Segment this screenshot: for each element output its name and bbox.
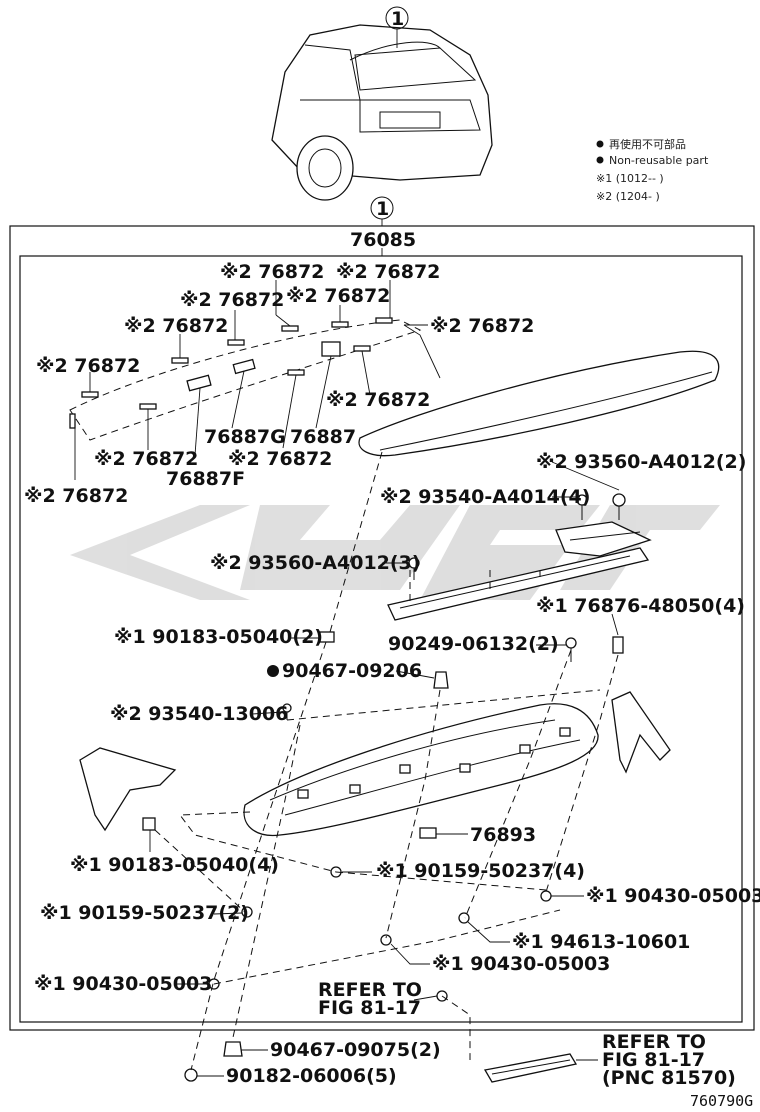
label-76893: 76893 — [470, 824, 536, 846]
refer-to-label-2-line1: REFER TO — [602, 1031, 706, 1053]
label-90430-05003-c: ※1 90430-05003 — [34, 973, 212, 995]
spoiler-panel — [358, 350, 720, 457]
vehicle-rear-view: 1 — [271, 6, 493, 201]
label-90430-05003-a: ※1 90430-05003 — [586, 885, 760, 907]
bullet-icon — [596, 140, 604, 148]
label-76872-j: ※2 76872 — [228, 448, 332, 470]
legend-note-2: ※2 (1204- ) — [596, 190, 660, 203]
callout-number-top: 1 — [391, 8, 404, 30]
callout-number: 1 — [376, 198, 389, 220]
label-90249-06132-2: 90249-06132(2) — [388, 633, 559, 655]
fasteners — [142, 493, 626, 1082]
dashed-assembly-lines — [154, 451, 619, 1071]
high-mount-stop-lamp — [483, 1053, 578, 1083]
label-90159-50237-4: ※1 90159-50237(4) — [376, 860, 585, 882]
label-76872-h: ※2 76872 — [326, 389, 430, 411]
outer-frame — [9, 225, 755, 1031]
refer-to-label-1-line1: REFER TO — [318, 979, 422, 1001]
refer-to-label-2-line2: FIG 81-17 — [602, 1049, 705, 1071]
label-76872-i: ※2 76872 — [94, 448, 198, 470]
label-90159-50237-2: ※1 90159-50237(2) — [40, 902, 249, 924]
label-93540-13006: ※2 93540-13006 — [110, 703, 288, 725]
label-90182-06006-5: 90182-06006(5) — [226, 1065, 397, 1087]
label-76872-d: ※2 76872 — [286, 285, 390, 307]
label-76887F: 76887F — [166, 468, 245, 490]
refer-to-label-1-line2: FIG 81-17 — [318, 997, 421, 1019]
label-76872-g: ※2 76872 — [36, 355, 140, 377]
label-93560-A4012-3: ※2 93560-A4012(3) — [210, 552, 420, 574]
legend: 再使用不可部品 Non-reusable part ※1 (1012-- ) ※… — [596, 137, 709, 203]
leader-lines-lower — [149, 461, 620, 1077]
label-90183-05040-4: ※1 90183-05040(4) — [70, 854, 279, 876]
spoiler-bracket — [387, 521, 652, 621]
label-76872-b: ※2 76872 — [336, 261, 440, 283]
label-90183-05040-2: ※1 90183-05040(2) — [114, 626, 323, 648]
label-76876-48050-4: ※1 76876-48050(4) — [536, 595, 745, 617]
non-reusable-bullet-icon — [267, 665, 279, 677]
back-door-garnish — [243, 703, 599, 837]
label-76872-k: ※2 76872 — [24, 485, 128, 507]
label-93560-A4012-2: ※2 93560-A4012(2) — [536, 451, 746, 473]
bullet-icon — [596, 156, 604, 164]
assembly-label: 76085 — [350, 229, 416, 251]
legend-note-1: ※1 (1012-- ) — [596, 172, 664, 185]
legend-non-reusable-en: Non-reusable part — [609, 154, 709, 167]
garnish-clips — [297, 727, 571, 799]
label-76872-c: ※2 76872 — [180, 289, 284, 311]
inner-frame — [19, 255, 743, 1023]
label-93540-A4014-4: ※2 93540-A4014(4) — [380, 486, 590, 508]
label-76872-a: ※2 76872 — [220, 261, 324, 283]
legend-non-reusable-ja: 再使用不可部品 — [609, 137, 686, 151]
label-94613-10601: ※1 94613-10601 — [512, 931, 690, 953]
diagram-id: 760790G — [690, 1092, 753, 1110]
label-76872-e: ※2 76872 — [124, 315, 228, 337]
label-76887G: 76887G — [204, 426, 286, 448]
left-side-garnish — [79, 747, 177, 832]
label-90467-09075-2: 90467-09075(2) — [270, 1039, 441, 1061]
double-sided-tapes — [69, 317, 393, 429]
leader-lines-top — [74, 280, 441, 480]
label-76872-f: ※2 76872 — [430, 315, 534, 337]
right-side-garnish — [611, 691, 671, 774]
label-76887: 76887 — [290, 426, 356, 448]
refer-to-label-2-line3: (PNC 81570) — [602, 1067, 736, 1089]
label-90467-09206: 90467-09206 — [282, 660, 422, 682]
label-90430-05003-b: ※1 90430-05003 — [432, 953, 610, 975]
